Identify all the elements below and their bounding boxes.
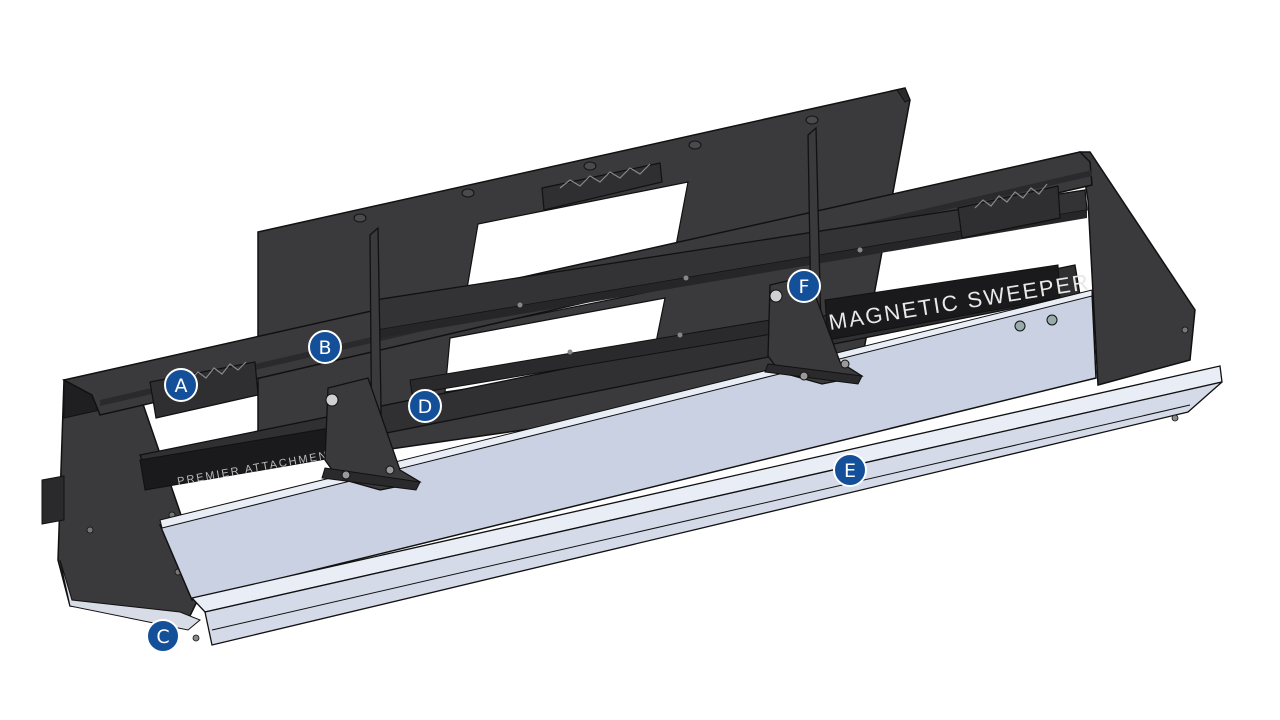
left-end-cap — [41, 371, 206, 631]
magnet-bar — [158, 289, 1223, 646]
callout-label-d: D — [418, 396, 433, 418]
callout-b: B — [308, 330, 342, 364]
callout-label-c: C — [156, 626, 169, 648]
callout-label-a: A — [175, 375, 188, 397]
callout-label-e: E — [844, 460, 856, 482]
callout-f: F — [787, 269, 821, 303]
right-end-cap — [1079, 151, 1196, 386]
bracket-left — [321, 377, 422, 491]
bracket-right — [764, 275, 864, 385]
callout-label-b: B — [318, 337, 331, 359]
callout-e: E — [833, 453, 867, 487]
frame-handle-right — [957, 183, 1061, 239]
callout-a: A — [164, 368, 198, 402]
callout-c: C — [146, 619, 180, 653]
plate-handle — [541, 162, 663, 211]
callout-label-f: F — [799, 276, 810, 298]
frame-handle-left — [149, 361, 259, 419]
callout-d: D — [408, 389, 442, 423]
